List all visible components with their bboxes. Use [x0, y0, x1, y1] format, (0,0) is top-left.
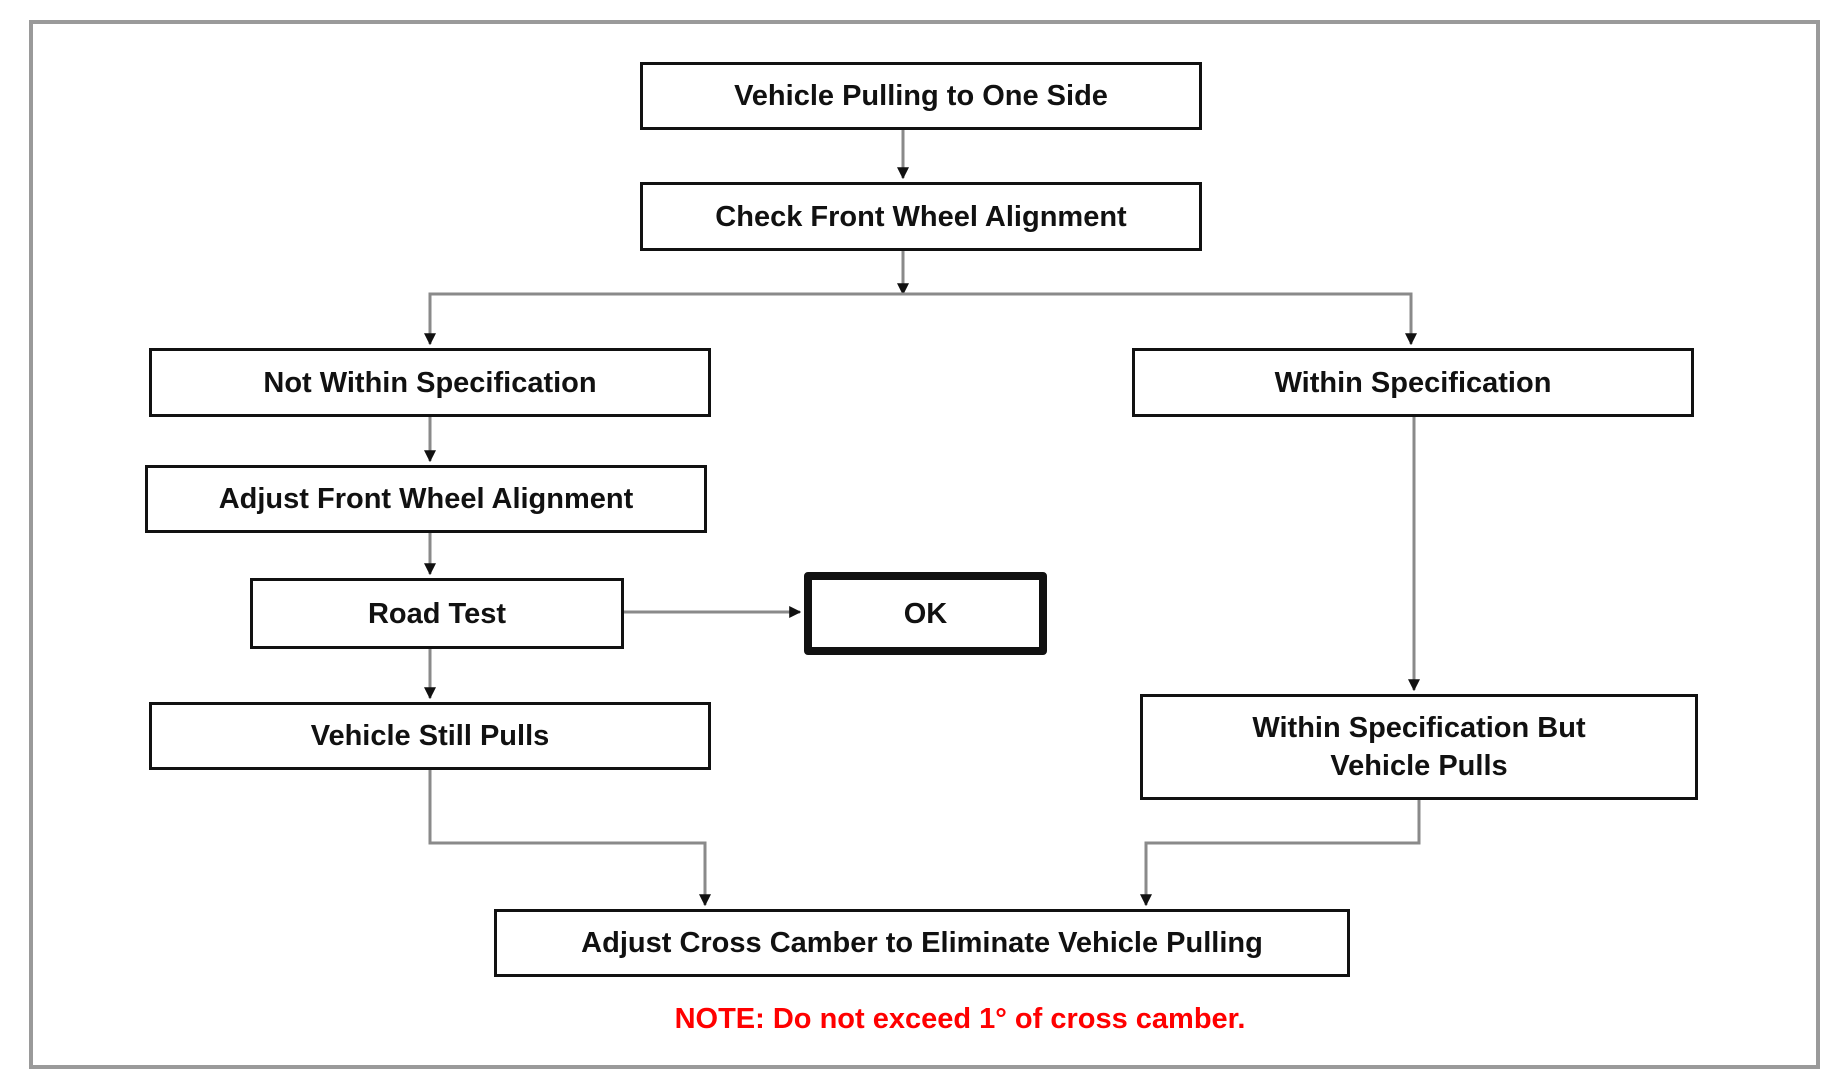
- node-adjust-camber: Adjust Cross Camber to Eliminate Vehicle…: [494, 909, 1350, 977]
- edge-within-pulls-to-camber: [1140, 800, 1421, 907]
- edge-split-to-not-within: [424, 292, 903, 346]
- node-within-spec-pulls-line1: Within Specification But: [1252, 712, 1586, 744]
- node-not-within-spec: Not Within Specification: [149, 348, 711, 417]
- node-within-spec-pulls-line2: Vehicle Pulls: [1330, 750, 1508, 782]
- edge-still-pulls-to-camber: [428, 770, 711, 907]
- node-within-spec: Within Specification: [1132, 348, 1694, 417]
- node-ok: OK: [804, 572, 1047, 655]
- camber-note: NOTE: Do not exceed 1° of cross camber.: [674, 1003, 1246, 1035]
- node-still-pulls: Vehicle Still Pulls: [149, 702, 711, 770]
- node-within-spec-label: Within Specification: [1274, 366, 1552, 399]
- diagram-frame: [29, 20, 1820, 1069]
- node-within-spec-pulls: Within Specification But Vehicle Pulls: [1140, 694, 1698, 800]
- node-check-alignment-label: Check Front Wheel Alignment: [715, 200, 1127, 233]
- node-vehicle-pulling: Vehicle Pulling to One Side: [640, 62, 1202, 130]
- node-not-within-spec-label: Not Within Specification: [263, 366, 597, 399]
- node-still-pulls-label: Vehicle Still Pulls: [310, 720, 550, 752]
- node-adjust-alignment-label: Adjust Front Wheel Alignment: [218, 483, 634, 515]
- node-road-test: Road Test: [250, 578, 624, 649]
- node-check-alignment: Check Front Wheel Alignment: [640, 182, 1202, 251]
- node-adjust-camber-label: Adjust Cross Camber to Eliminate Vehicle…: [581, 927, 1263, 959]
- node-ok-label: OK: [903, 597, 948, 630]
- node-adjust-alignment: Adjust Front Wheel Alignment: [145, 465, 707, 533]
- node-road-test-label: Road Test: [367, 597, 507, 630]
- edge-split-to-within: [903, 292, 1417, 346]
- node-vehicle-pulling-label: Vehicle Pulling to One Side: [734, 80, 1108, 112]
